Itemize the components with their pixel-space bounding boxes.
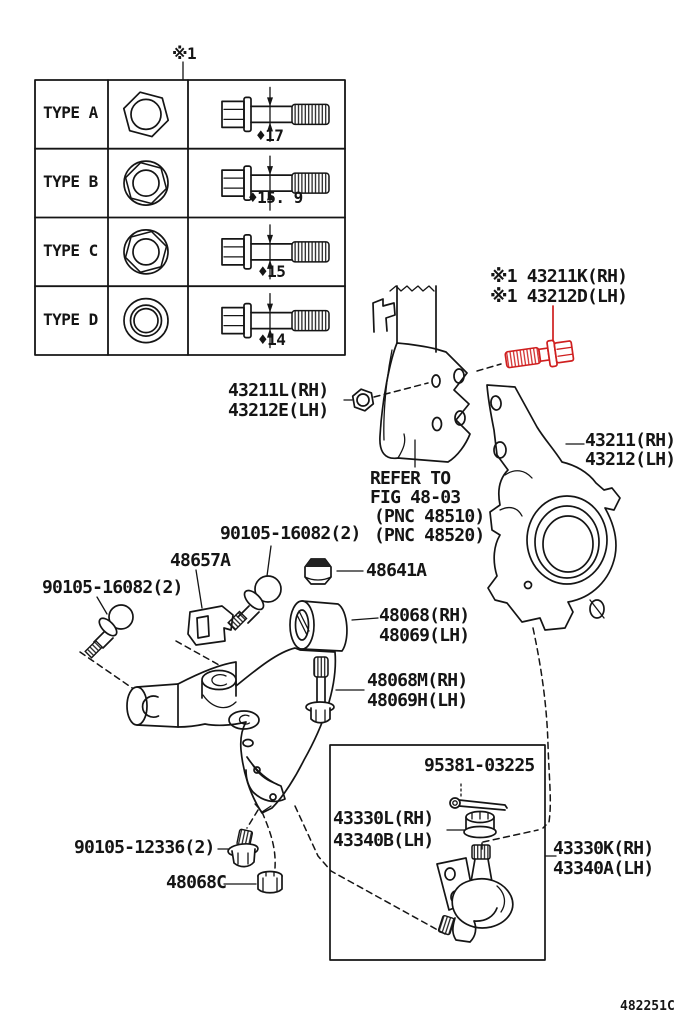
label-90105-16082-rear: 90105-16082(2) (42, 577, 183, 598)
bj-bolt-drawing (227, 828, 259, 868)
label-43340a: 43340A(LH) (553, 858, 654, 879)
table-type-b: TYPE B (43, 172, 98, 191)
strut-bracket-drawing (372, 285, 471, 463)
camber-bracket-drawing (187, 605, 234, 646)
arm-bolt-front-drawing (227, 575, 282, 631)
label-48068m: 48068M(RH) (367, 670, 468, 691)
label-48069h: 48069H(LH) (367, 690, 468, 711)
label-43211: 43211(RH) (585, 430, 676, 451)
knuckle-drawing (486, 384, 621, 631)
label-48068c: 48068C (166, 872, 227, 893)
table-dim-b: ♦15. 9 (248, 188, 303, 207)
arm-nut-drawing (304, 558, 332, 585)
table-dim-d: ♦14 (258, 330, 286, 349)
label-48068: 48068(RH) (379, 605, 470, 626)
refer-note-line2: FIG 48-03 (370, 487, 461, 508)
red-bolt-drawing (504, 339, 575, 369)
refer-note-line4: (PNC 48520) (374, 525, 485, 546)
mount-nut-drawing (351, 388, 375, 412)
label-43212d: ※1 43212D(LH) (490, 286, 628, 307)
ball-joint-box (329, 744, 546, 961)
label-48657a: 48657A (170, 550, 231, 571)
label-43330k: 43330K(RH) (553, 838, 654, 859)
label-48641a: 48641A (366, 560, 427, 581)
castle-nut-drawing (463, 810, 497, 839)
label-95381-03225: 95381-03225 (424, 755, 535, 776)
cotter-pin-drawing (449, 797, 508, 811)
ref-mark-label: ※1 (172, 44, 197, 63)
label-43330l: 43330L(RH) (333, 808, 434, 829)
table-dim-a: ♦17 (256, 126, 284, 145)
spec-table-grid (34, 61, 346, 356)
leader-lines (96, 399, 585, 885)
ball-joint-drawing (436, 844, 514, 943)
label-43212e: 43212E(LH) (228, 400, 329, 421)
assembly-dashed-lines (79, 363, 552, 935)
label-43340b: 43340B(LH) (333, 830, 434, 851)
table-type-a: TYPE A (43, 103, 98, 122)
refer-note-line1: REFER TO (370, 468, 451, 489)
table-dim-c: ♦15 (258, 262, 286, 281)
table-type-c: TYPE C (43, 241, 98, 260)
arm-stud-bolt-drawing (305, 656, 335, 724)
label-90105-12336: 90105-12336(2) (74, 837, 215, 858)
label-90105-16082-front: 90105-16082(2) (220, 523, 361, 544)
label-43212: 43212(LH) (585, 449, 676, 470)
lower-arm-drawing (126, 600, 348, 814)
table-type-d: TYPE D (43, 310, 98, 329)
bj-nut-drawing (257, 870, 283, 894)
label-43211k: ※1 43211K(RH) (490, 266, 628, 287)
label-48069: 48069(LH) (379, 625, 470, 646)
figure-code: 482251C (620, 999, 675, 1014)
label-43211l: 43211L(RH) (228, 380, 329, 401)
arm-bolt-rear-drawing (84, 604, 134, 659)
refer-note-line3: (PNC 48510) (374, 506, 485, 527)
